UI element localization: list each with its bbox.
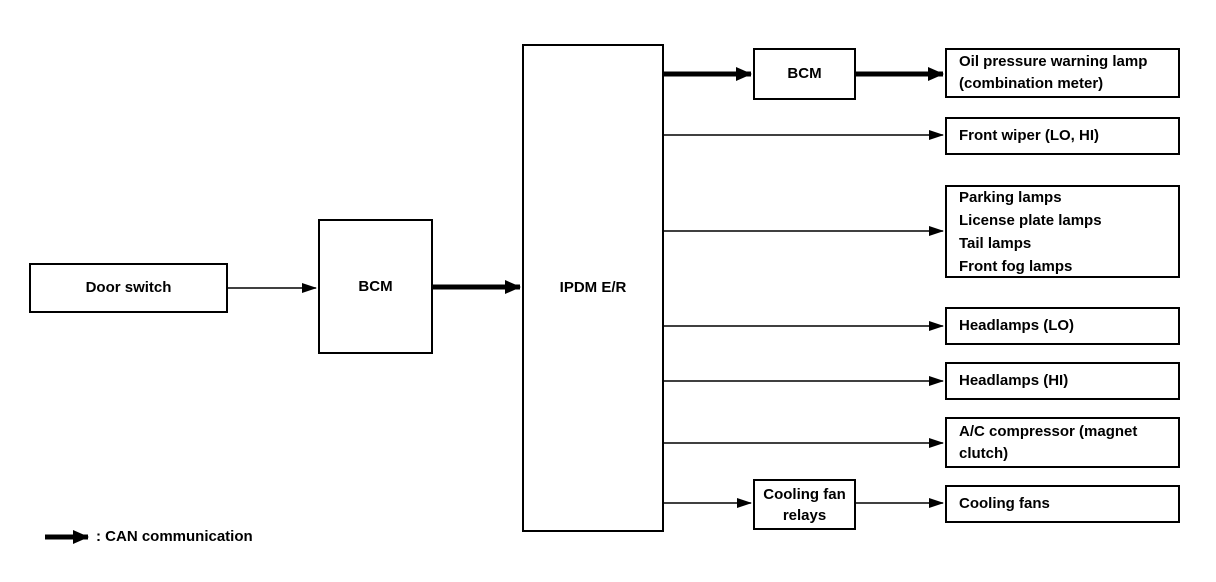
node-cooling-fan-relays-label: Cooling fan relays bbox=[763, 485, 846, 524]
node-headlamps-hi: Headlamps (HI) bbox=[945, 362, 1180, 400]
node-cooling-fans: Cooling fans bbox=[945, 485, 1180, 523]
node-bcm-top-label: BCM bbox=[787, 65, 822, 82]
node-headlamps-lo: Headlamps (LO) bbox=[945, 307, 1180, 345]
node-ipdm-er-label: IPDM E/R bbox=[559, 279, 627, 296]
node-door-switch: Door switch bbox=[29, 263, 228, 313]
node-ac-compressor: A/C compressor (magnet clutch) bbox=[945, 417, 1180, 468]
node-ipdm-er: IPDM E/R bbox=[522, 44, 664, 532]
legend-can-communication: : CAN communication bbox=[96, 528, 253, 546]
node-front-wiper-label: Front wiper (LO, HI) bbox=[959, 127, 1099, 144]
legend-can-communication-label: : CAN communication bbox=[96, 528, 253, 545]
node-door-switch-label: Door switch bbox=[85, 279, 172, 296]
node-cooling-fan-relays: Cooling fan relays bbox=[753, 479, 856, 530]
node-exterior-lamps-line-4: Front fog lamps bbox=[959, 257, 1073, 275]
node-headlamps-hi-label: Headlamps (HI) bbox=[959, 372, 1069, 389]
node-exterior-lamps: Parking lamps License plate lamps Tail l… bbox=[945, 185, 1180, 278]
node-exterior-lamps-line-1: Parking lamps bbox=[959, 188, 1062, 206]
node-headlamps-lo-label: Headlamps (LO) bbox=[959, 317, 1075, 334]
node-oil-pressure-warning-lamp-label: Oil pressure warning lamp (combination m… bbox=[959, 53, 1148, 92]
node-bcm-left-label: BCM bbox=[358, 277, 393, 295]
node-bcm-left: BCM bbox=[318, 219, 433, 354]
node-front-wiper: Front wiper (LO, HI) bbox=[945, 117, 1180, 155]
node-exterior-lamps-line-3: Tail lamps bbox=[959, 234, 1032, 252]
node-oil-pressure-warning-lamp: Oil pressure warning lamp (combination m… bbox=[945, 48, 1180, 98]
node-exterior-lamps-line-2: License plate lamps bbox=[959, 211, 1102, 229]
node-ac-compressor-label: A/C compressor (magnet clutch) bbox=[959, 422, 1138, 462]
node-bcm-top: BCM bbox=[753, 48, 856, 100]
node-cooling-fans-label: Cooling fans bbox=[959, 495, 1050, 512]
